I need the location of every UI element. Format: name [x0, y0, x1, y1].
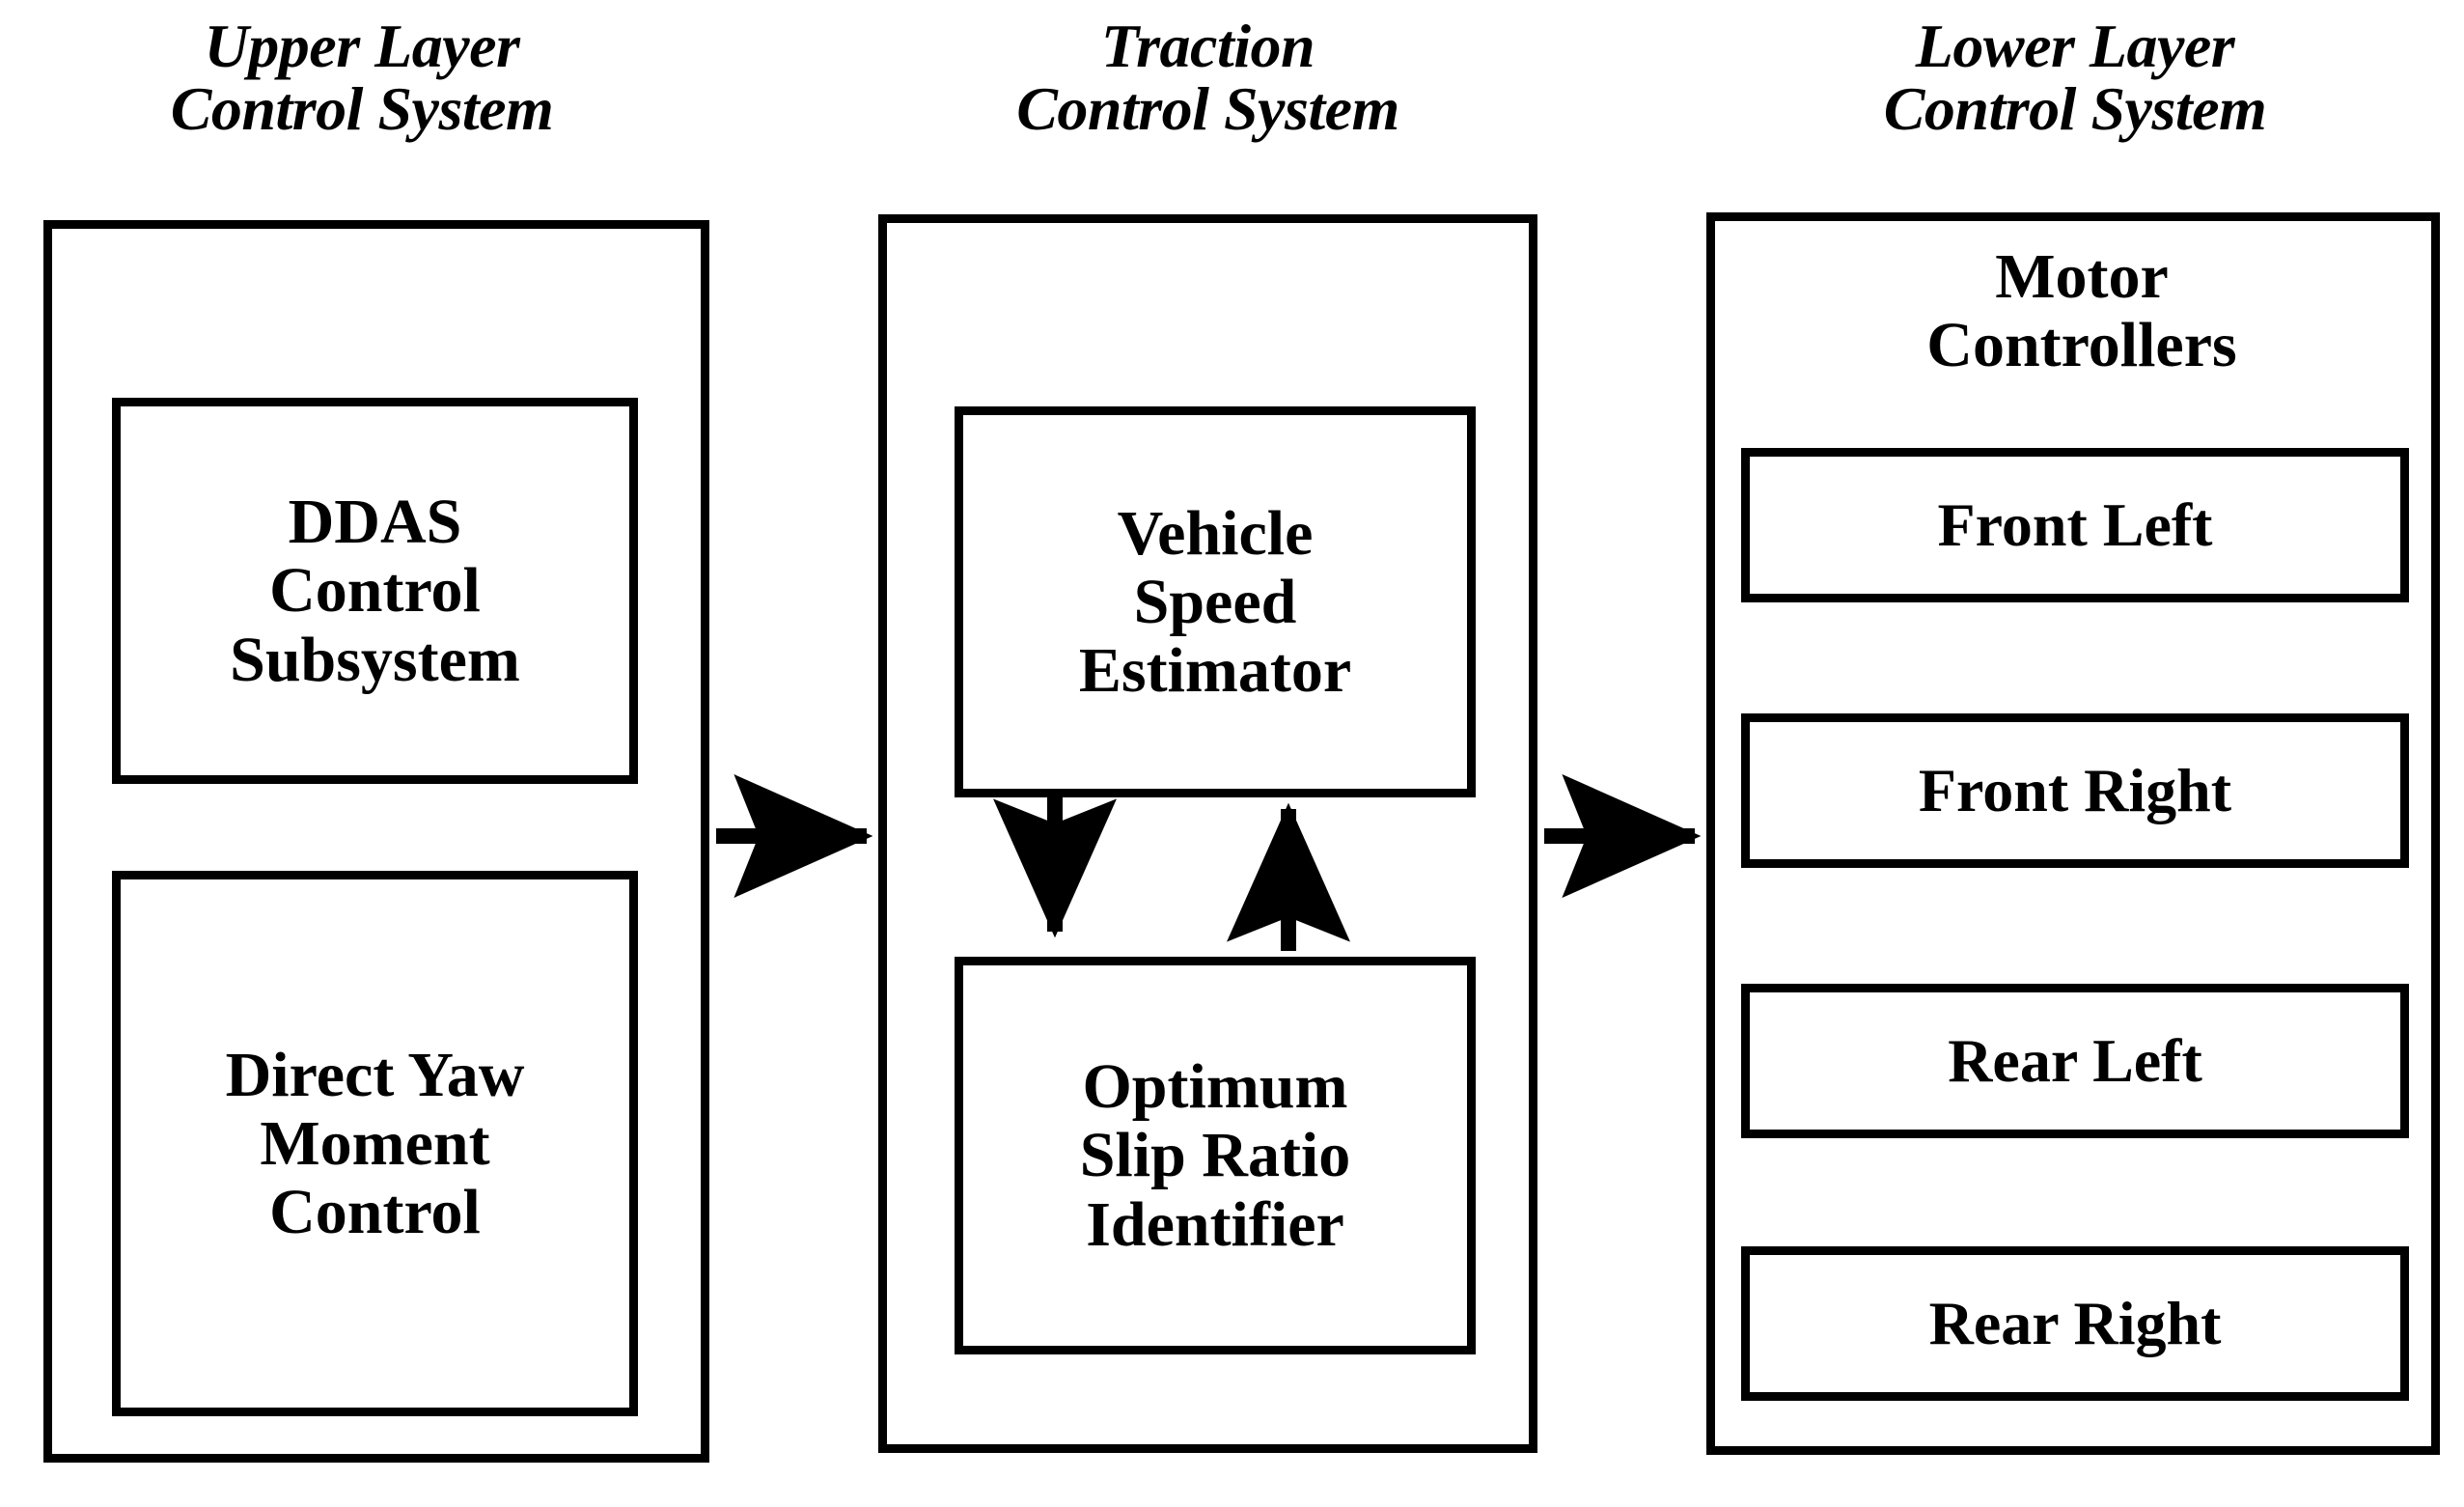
block-motor-controller-front-left-label: Front Left [1937, 490, 2213, 559]
block-direct-yaw-moment-control[interactable]: Direct Yaw Moment Control [112, 871, 638, 1416]
column-title-lower-layer: Lower Layer Control System [1883, 12, 2267, 144]
column-title-traction: Traction Control System [1016, 12, 1399, 144]
column-title-upper-layer: Upper Layer Control System [170, 12, 554, 144]
block-direct-yaw-moment-control-label: Direct Yaw Moment Control [225, 1039, 525, 1248]
block-motor-controller-rear-right-label: Rear Right [1928, 1289, 2222, 1357]
panel-upper-layer-control-system: DDAS Control Subsystem Direct Yaw Moment… [43, 220, 709, 1463]
panel-lower-layer-control-system: Motor Controllers Front Left Front Right… [1706, 212, 2440, 1455]
block-motor-controller-rear-right[interactable]: Rear Right [1741, 1246, 2409, 1401]
block-ddas-control-subsystem[interactable]: DDAS Control Subsystem [112, 398, 638, 784]
block-vehicle-speed-estimator[interactable]: Vehicle Speed Estimator [955, 406, 1476, 797]
block-optimum-slip-ratio-identifier-label: Optimum Slip Ratio Identifier [1079, 1051, 1351, 1260]
block-optimum-slip-ratio-identifier[interactable]: Optimum Slip Ratio Identifier [955, 957, 1476, 1354]
motor-controllers-heading: Motor Controllers [1926, 241, 2237, 381]
block-motor-controller-rear-left-label: Rear Left [1948, 1026, 2202, 1095]
block-motor-controller-front-left[interactable]: Front Left [1741, 448, 2409, 602]
block-motor-controller-front-right-label: Front Right [1918, 756, 2232, 824]
block-motor-controller-rear-left[interactable]: Rear Left [1741, 984, 2409, 1138]
block-motor-controller-front-right[interactable]: Front Right [1741, 713, 2409, 868]
block-vehicle-speed-estimator-label: Vehicle Speed Estimator [1078, 497, 1352, 707]
panel-traction-control-system: Vehicle Speed Estimator Optimum Slip Rat… [878, 214, 1537, 1453]
block-ddas-control-subsystem-label: DDAS Control Subsystem [230, 487, 520, 695]
